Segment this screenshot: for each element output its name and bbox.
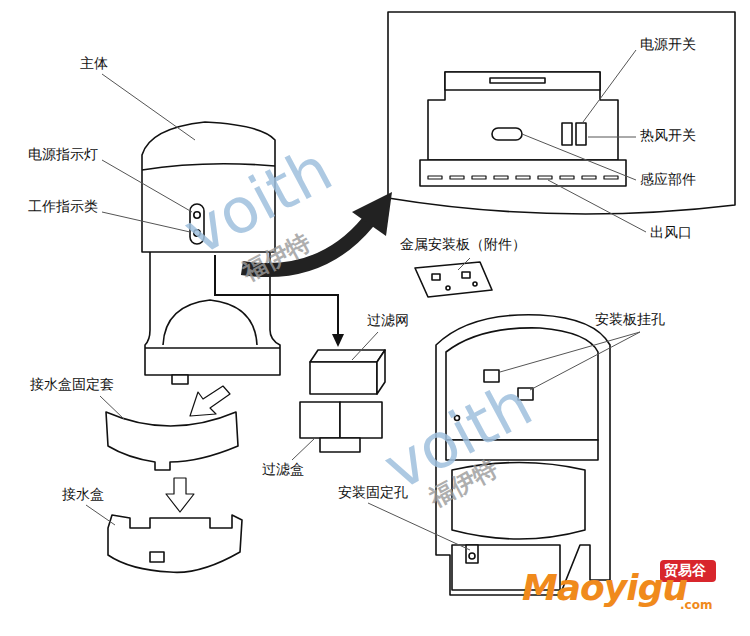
part-label: 电源指示灯 bbox=[28, 146, 98, 163]
part-label: 热风开关 bbox=[640, 127, 696, 144]
filter-box bbox=[300, 402, 340, 438]
leader-line bbox=[100, 396, 125, 420]
leader-line bbox=[292, 438, 315, 460]
power-switch bbox=[562, 123, 572, 145]
leader-line bbox=[588, 137, 636, 138]
logo-badge-text: 贸易谷 bbox=[664, 562, 706, 579]
panel-view bbox=[388, 12, 735, 214]
sensor bbox=[492, 128, 522, 140]
part-label: 感应部件 bbox=[640, 171, 696, 188]
leader-line bbox=[458, 258, 470, 270]
heat-switch bbox=[576, 123, 586, 145]
part-label: 接水盒 bbox=[62, 486, 104, 503]
leader-line bbox=[500, 332, 640, 372]
leader-line bbox=[368, 503, 470, 550]
part-label: 过滤盒 bbox=[262, 461, 304, 478]
hollow-arrow bbox=[166, 478, 194, 512]
part-label: 过滤网 bbox=[367, 312, 409, 329]
logo-domain: .com bbox=[680, 598, 712, 612]
leader-line bbox=[530, 332, 640, 390]
arrow-head bbox=[352, 192, 392, 236]
part-label: 主体 bbox=[80, 55, 108, 72]
filter-net bbox=[310, 350, 385, 362]
leader-line bbox=[522, 134, 636, 180]
logo-text: Maoyigu bbox=[522, 566, 687, 609]
metal-plate bbox=[415, 262, 492, 297]
part-label: 接水盒固定套 bbox=[30, 376, 114, 393]
leader-line bbox=[548, 180, 646, 232]
part-label: 工作指示类 bbox=[28, 198, 98, 215]
leader-line bbox=[102, 74, 195, 140]
tray-holder bbox=[106, 412, 238, 470]
part-label: 出风口 bbox=[650, 224, 692, 241]
part-label: 金属安装板（附件） bbox=[400, 236, 526, 253]
part-label: 电源开关 bbox=[640, 36, 696, 53]
leader-line bbox=[352, 332, 378, 360]
body-opening bbox=[163, 300, 257, 345]
part-label: 安装板挂孔 bbox=[595, 311, 665, 328]
hollow-arrow bbox=[190, 386, 230, 416]
leader-line bbox=[86, 505, 115, 525]
leader-line bbox=[583, 50, 636, 122]
drip-tray bbox=[108, 515, 242, 572]
